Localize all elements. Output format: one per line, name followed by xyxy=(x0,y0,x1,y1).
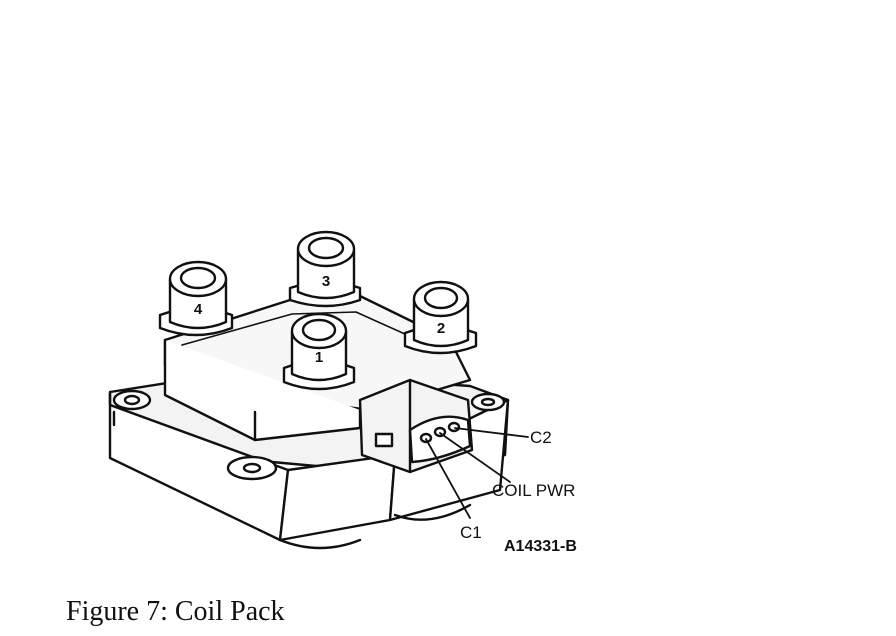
tower-3-label: 3 xyxy=(322,273,330,290)
coil-tower-1 xyxy=(282,312,356,391)
figure-caption: Figure 7: Coil Pack xyxy=(66,596,285,627)
callout-c2: C2 xyxy=(530,428,552,447)
tower-2-label: 2 xyxy=(437,320,445,337)
coil-tower-4 xyxy=(158,260,234,337)
tower-4-label: 4 xyxy=(194,301,203,318)
electrical-connector xyxy=(358,378,474,474)
coil-tower-2 xyxy=(403,280,478,355)
part-number: A14331-B xyxy=(504,538,577,555)
tower-1-label: 1 xyxy=(315,349,323,366)
callout-c1: C1 xyxy=(460,523,482,542)
coil-tower-3 xyxy=(288,230,362,308)
callout-coil-pwr: COIL PWR xyxy=(492,481,575,500)
callout-leaders xyxy=(425,427,529,519)
